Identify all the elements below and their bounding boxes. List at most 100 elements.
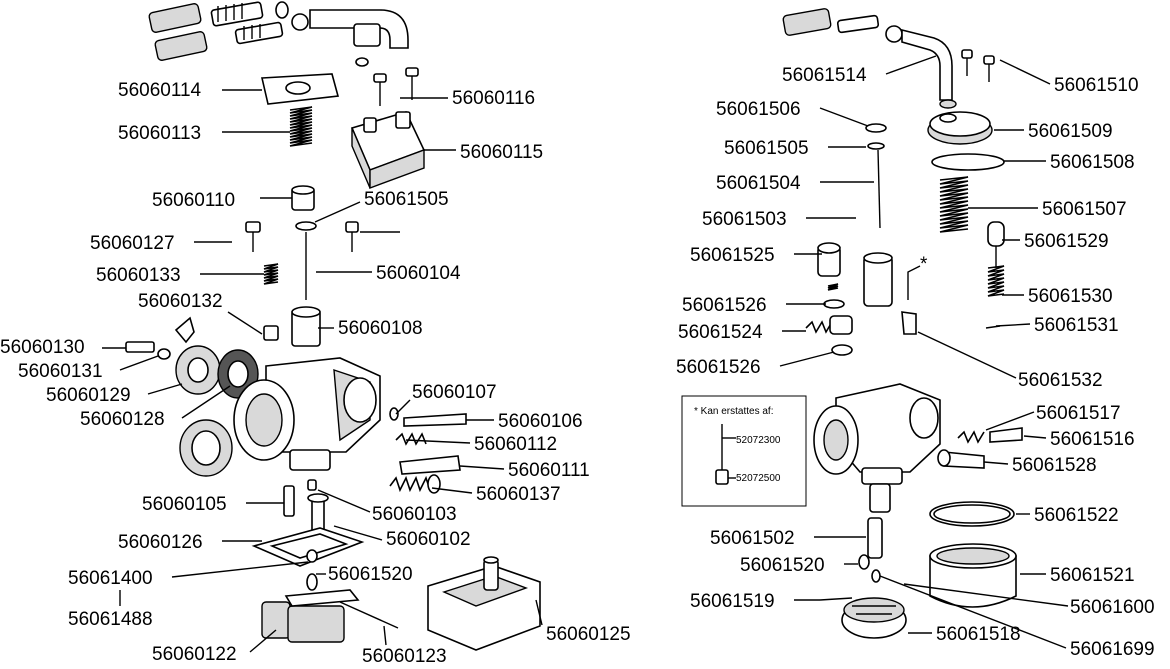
part-number-label: 56061524 xyxy=(678,322,763,343)
note-title: * Kan erstattes af: xyxy=(694,406,774,417)
part-number-label: 56060105 xyxy=(142,494,227,515)
part-number-label: 56060114 xyxy=(118,80,202,101)
part-number-label: 56060126 xyxy=(118,532,203,553)
note-item: 52072300 xyxy=(736,435,781,446)
part-number-label: 56061510 xyxy=(1054,75,1139,96)
part-number-label: 56060133 xyxy=(96,265,181,286)
part-number-label: 56061400 xyxy=(68,568,153,589)
leader-line xyxy=(995,323,1031,327)
leader-line xyxy=(885,55,937,75)
leader-line xyxy=(917,331,1017,379)
part-number-label: 56060113 xyxy=(118,123,201,144)
note-item: 52072500 xyxy=(736,473,781,484)
part-number-label: 56061505 xyxy=(724,138,809,159)
leader-line xyxy=(819,107,869,127)
part-number-label: 56061508 xyxy=(1050,152,1135,173)
leader-line xyxy=(333,525,383,541)
part-number-label: 56061525 xyxy=(690,245,775,266)
leader-line xyxy=(1023,435,1047,439)
part-number-label: 56060115 xyxy=(460,142,543,163)
leader-line xyxy=(535,599,543,626)
part-number-label: 56061532 xyxy=(1018,370,1103,391)
part-number-label: 56061505 xyxy=(364,189,449,210)
main-spring xyxy=(289,106,313,147)
part-number-label: 56061518 xyxy=(936,624,1021,645)
part-number-label: 56061526 xyxy=(676,357,761,378)
note-items: 52072300 52072500 xyxy=(736,435,781,484)
part-number-label: 56061528 xyxy=(1012,455,1097,476)
leader-line xyxy=(431,487,473,494)
part-number-label: 56060137 xyxy=(476,484,561,505)
right-carburetor-drawing: * xyxy=(782,8,1023,639)
part-number-label: 56060122 xyxy=(152,644,237,664)
part-number-label: 56061502 xyxy=(710,528,795,549)
part-number-label: 56060112 xyxy=(474,434,557,455)
part-number-label: 56060106 xyxy=(498,411,583,432)
part-number-label: 56060132 xyxy=(138,291,223,312)
left-carburetor-drawing xyxy=(125,1,541,651)
part-number-label: 56060131 xyxy=(18,361,103,382)
note-asterisk: * xyxy=(920,254,928,275)
part-number-label: 56061503 xyxy=(702,209,787,230)
leader-line xyxy=(171,561,309,578)
part-number-label: 56060125 xyxy=(546,624,631,645)
part-number-label: 56061519 xyxy=(690,591,775,612)
part-number-label: 56061516 xyxy=(1050,429,1135,450)
leader-line xyxy=(383,625,387,646)
part-number-label: 56061507 xyxy=(1042,199,1127,220)
part-number-label: 56060130 xyxy=(0,337,85,358)
leader-line xyxy=(317,489,371,513)
part-number-label: 56060123 xyxy=(362,646,447,664)
leader-line xyxy=(314,201,361,223)
float xyxy=(261,601,291,639)
left-top-fittings xyxy=(148,1,409,67)
part-number-label: 56060111 xyxy=(508,460,590,481)
leader-line xyxy=(395,399,411,415)
leader-line xyxy=(249,629,277,653)
part-number-label: 56061531 xyxy=(1034,315,1119,336)
part-number-label: 56061520 xyxy=(328,564,413,585)
part-number-label: 56061521 xyxy=(1050,565,1135,586)
leader-line xyxy=(181,385,231,419)
part-number-label: 56061530 xyxy=(1028,286,1113,307)
part-number-label: 56060110 xyxy=(152,190,235,211)
part-number-label: 56061526 xyxy=(682,295,767,316)
leader-line xyxy=(879,575,1067,649)
part-number-label: 56061600 xyxy=(1070,597,1155,618)
part-number-label: 56061520 xyxy=(740,555,825,576)
leader-line xyxy=(459,465,505,470)
leader-line xyxy=(779,351,835,367)
leader-line xyxy=(983,461,1009,465)
top-screw xyxy=(373,73,387,83)
leader-line xyxy=(405,439,471,444)
part-number-label: 56061488 xyxy=(68,609,153,630)
part-number-label: 56060108 xyxy=(338,318,423,339)
leader-line xyxy=(227,311,263,335)
leader-line xyxy=(119,355,159,371)
part-number-label: 56060129 xyxy=(46,385,131,406)
leader-line xyxy=(999,59,1051,85)
part-number-label: 56061699 xyxy=(1070,639,1155,660)
part-number-labels: 56060114 56060116 56060113 56060115 56060110… xyxy=(0,65,1155,667)
label-leader-lines xyxy=(102,55,1069,653)
part-number-label: 56060107 xyxy=(412,382,497,403)
part-number-label: 56061529 xyxy=(1024,231,1109,252)
right-main-spring xyxy=(939,176,969,233)
part-number-label: 56060128 xyxy=(80,409,165,430)
part-number-label: 56061522 xyxy=(1034,505,1119,526)
leader-line xyxy=(985,411,1035,431)
part-number-label: 56060102 xyxy=(386,529,471,550)
leader-line xyxy=(903,583,1069,607)
part-number-label: 56061506 xyxy=(716,99,801,120)
part-number-label: 56060103 xyxy=(372,504,457,525)
part-number-label: 56061517 xyxy=(1036,403,1121,424)
part-number-label: 56061514 xyxy=(782,65,867,86)
part-number-label: 56061509 xyxy=(1028,121,1113,142)
part-number-label: 56060116 xyxy=(452,88,535,109)
note-box: * Kan erstattes af: xyxy=(681,395,807,507)
part-number-label: 56060104 xyxy=(376,263,461,284)
part-number-label: 56060127 xyxy=(90,233,175,254)
right-float-bowl xyxy=(929,555,1017,608)
